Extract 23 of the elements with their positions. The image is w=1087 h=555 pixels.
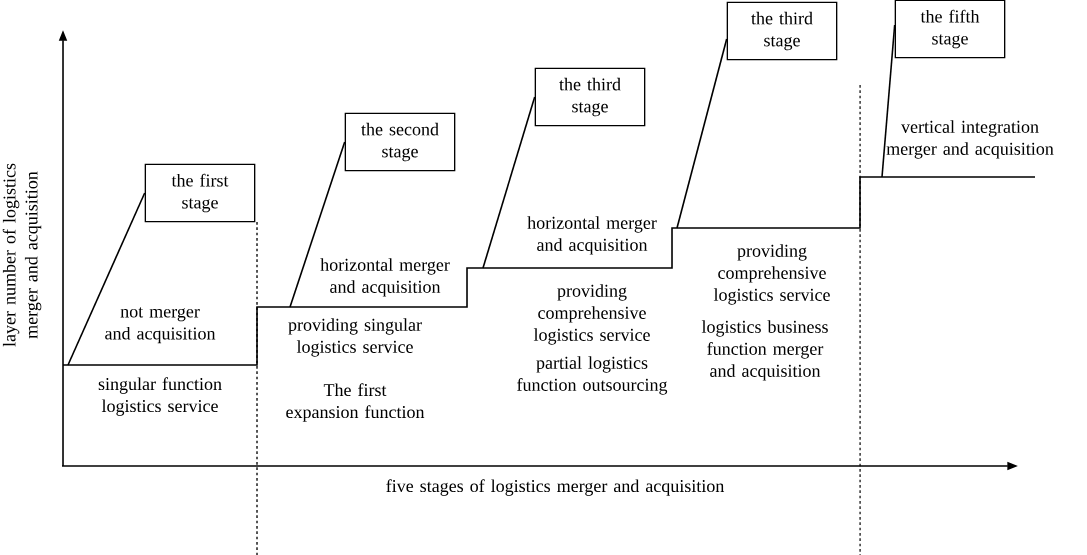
leader-line [289,141,346,308]
step-label: logistics business function merger and acquisition [701,320,828,381]
stage-box: the fifth stage [894,0,1006,59]
axis-label: five stages of logistics merger and acquisition [386,479,725,496]
step-label: horizontal merger and acquisition [320,258,450,297]
leader-line [881,24,896,178]
stage-box: the first stage [144,163,256,223]
stage-box: the third stage [534,67,646,127]
step-label: horizontal merger and acquisition [527,216,657,255]
leader-line [482,96,536,269]
step-label: The first expansion function [286,383,425,422]
step-label: not merger and acquisition [105,307,216,344]
step-label: partial logistics function outsourcing [517,356,668,395]
step-label: providing comprehensive logistics service [533,284,650,345]
step-label: providing singular logistics service [288,318,422,357]
step-label: singular function logistics service [98,377,222,416]
axis-label: layer number of logistics merger and acquisition [2,163,42,347]
step-label: providing comprehensive logistics service [713,244,830,305]
leader-line [67,192,146,366]
stage-box: the third stage [726,1,838,61]
step-label: vertical integration merger and acquisition [886,120,1054,159]
stage-box: the second stage [344,112,456,172]
leader-line [676,38,728,229]
